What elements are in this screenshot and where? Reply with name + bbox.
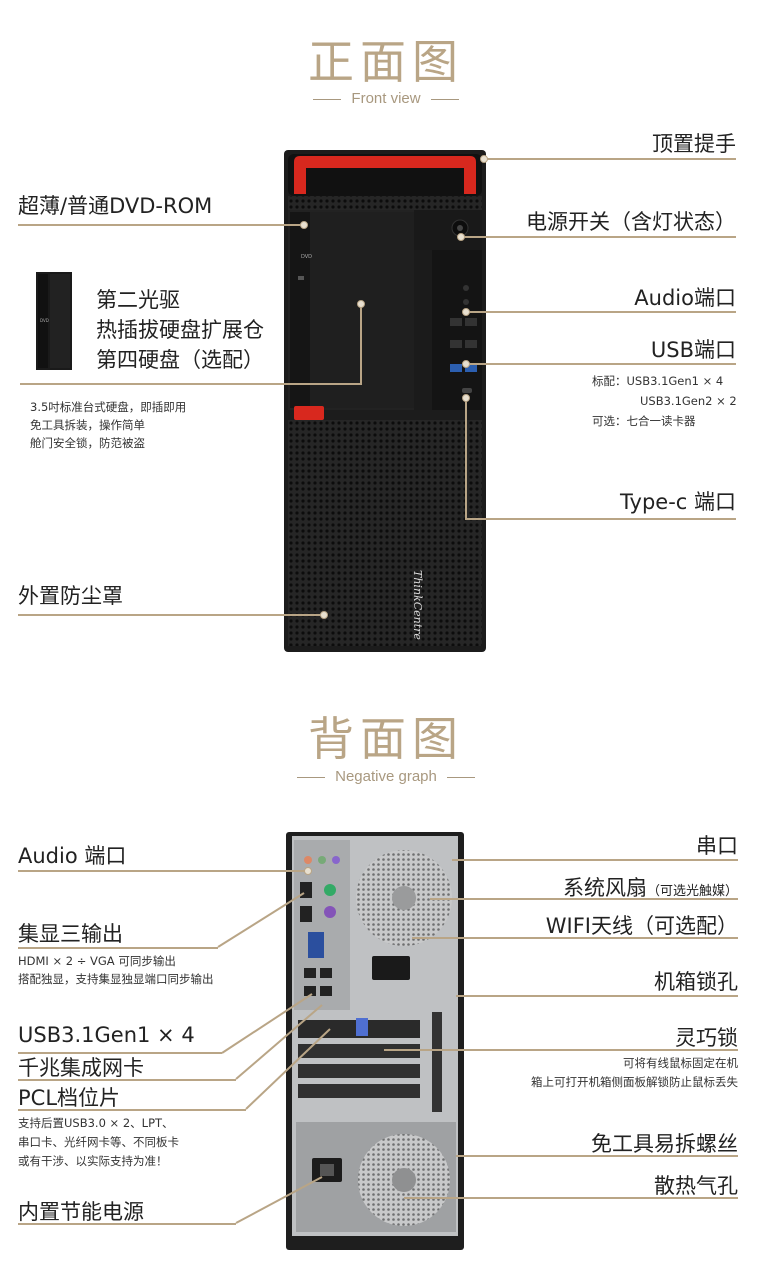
label-screws: 免工具易拆螺丝: [591, 1132, 738, 1156]
front-subtitle: Front view: [0, 90, 772, 107]
back-tower-image: [286, 832, 464, 1250]
pcl-note-3: 或有干涉、以实际支持为准！: [18, 1154, 168, 1168]
bay-note-1: 3.5吋标准台式硬盘，即插即用: [30, 400, 187, 414]
label-dvd: 超薄/普通DVD-ROM: [18, 194, 213, 218]
pcl-note-2: 串口卡、光纤网卡等、不同板卡: [18, 1135, 179, 1149]
label-bay-line3: 第四硬盘（选配）: [96, 348, 264, 372]
front-tower-image: DVD: [284, 150, 486, 652]
label-serial: 串口: [696, 834, 738, 858]
label-lockhole: 机箱锁孔: [654, 970, 738, 994]
label-wifi: WIFI天线（可选配）: [545, 914, 738, 938]
label-smartlock: 灵巧锁: [675, 1026, 738, 1050]
leader-display: [217, 892, 305, 948]
pcl-note-1: 支持后置USB3.0 × 2、LPT、: [18, 1116, 174, 1130]
label-fan-group: 系统风扇（可选光触媒）: [563, 872, 738, 902]
label-bay-line1: 第二光驱: [96, 288, 180, 312]
label-audio-back: Audio 端口: [18, 844, 127, 868]
leader-lan: [235, 1004, 323, 1080]
display-note-1: HDMI × 2 ÷ VGA 可同步输出: [18, 954, 176, 968]
front-title: 正面图: [308, 35, 464, 89]
back-subtitle: Negative graph: [0, 768, 772, 785]
smartlock-note-1: 可将有线鼠标固定在机: [623, 1056, 738, 1070]
leader-pcl: [245, 1028, 331, 1110]
label-usb-front: USB端口: [650, 338, 736, 362]
smartlock-note-2: 箱上可打开机箱侧面板解锁防止鼠标丢失: [531, 1075, 738, 1089]
label-pcl: PCL档位片: [18, 1086, 121, 1110]
label-bay-line2: 热插拔硬盘扩展仓: [96, 318, 264, 342]
label-typec: Type-c 端口: [619, 490, 736, 514]
label-usb-back: USB3.1Gen1 × 4: [18, 1023, 195, 1047]
bay-note-3: 舱门安全锁，防范被盗: [30, 436, 145, 450]
svg-text:DVD: DVD: [40, 318, 49, 323]
usb-note-2: USB3.1Gen2 × 2: [640, 394, 737, 408]
display-note-2: 搭配独显，支持集显独显端口同步输出: [18, 972, 214, 986]
label-fan-note: （可选光触媒）: [646, 884, 738, 899]
label-display: 集显三输出: [18, 922, 123, 946]
brand-logo: ThinkCentre: [411, 570, 424, 640]
label-power: 电源开关（含灯状态）: [526, 210, 736, 234]
label-vents: 散热气孔: [654, 1174, 738, 1198]
drive-bay-icon: DVD: [36, 272, 72, 370]
label-psu: 内置节能电源: [18, 1200, 144, 1224]
usb-note-1: 标配：USB3.1Gen1 × 4: [592, 374, 724, 388]
leader-usb-back: [221, 993, 313, 1054]
bay-note-2: 免工具拆装，操作简单: [30, 418, 145, 432]
label-handle: 顶置提手: [652, 132, 736, 156]
back-title: 背面图: [308, 712, 464, 766]
usb-note-3: 可选：七合一读卡器: [592, 414, 696, 428]
label-audio-front: Audio端口: [634, 286, 736, 310]
leader-psu: [235, 1176, 323, 1224]
svg-text:DVD: DVD: [301, 254, 312, 260]
label-dust: 外置防尘罩: [18, 584, 123, 608]
label-fan: 系统风扇: [562, 876, 647, 900]
label-lan: 千兆集成网卡: [18, 1056, 144, 1080]
